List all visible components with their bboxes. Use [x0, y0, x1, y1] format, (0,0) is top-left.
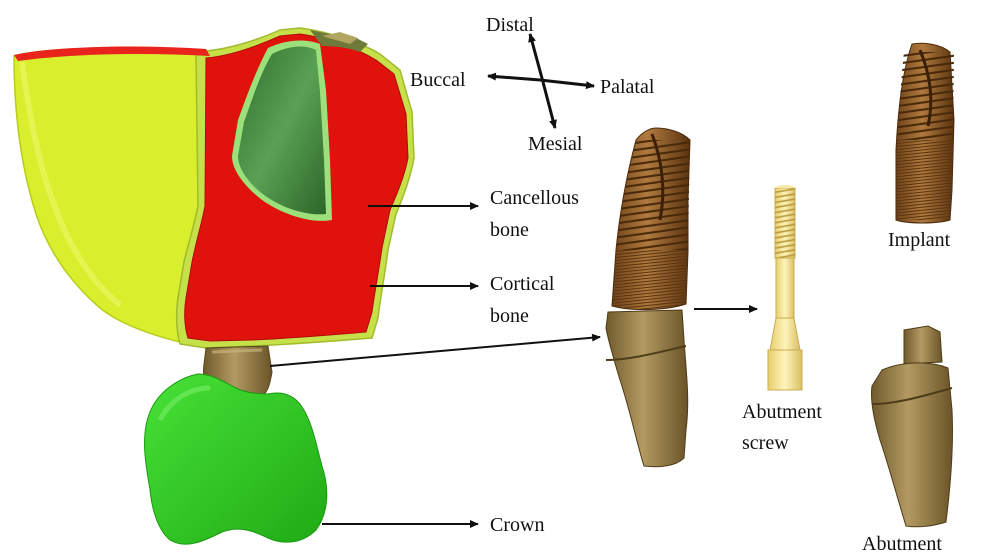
mesial-label: Mesial	[528, 132, 582, 156]
distal-label: Distal	[486, 13, 534, 37]
cortical-label-line2: bone	[490, 304, 529, 328]
abutment-screw-label-line2: screw	[742, 431, 789, 455]
implant-assembly	[606, 128, 690, 467]
abutment-component	[871, 326, 952, 527]
buccal-palatal-arrow	[488, 76, 540, 80]
palatal-label: Palatal	[600, 75, 654, 99]
distal-arrow	[530, 34, 543, 82]
crown-label: Crown	[490, 513, 544, 537]
palatal-arrow	[540, 80, 594, 86]
crown	[145, 374, 327, 544]
abutment-screw-label-line1: Abutment	[742, 400, 822, 424]
mesial-arrow	[543, 82, 555, 128]
buccal-label: Buccal	[410, 68, 466, 92]
implant-component	[896, 43, 954, 223]
bone-block	[14, 28, 414, 348]
cancellous-label-line1: Cancellous	[490, 186, 579, 210]
orientation-indicator	[488, 34, 594, 128]
implant-label: Implant	[888, 228, 950, 252]
abutment-screw	[768, 185, 802, 390]
cortical-label-line1: Cortical	[490, 272, 554, 296]
abutment-label: Abutment	[862, 532, 942, 555]
cancellous-label-line2: bone	[490, 218, 529, 242]
